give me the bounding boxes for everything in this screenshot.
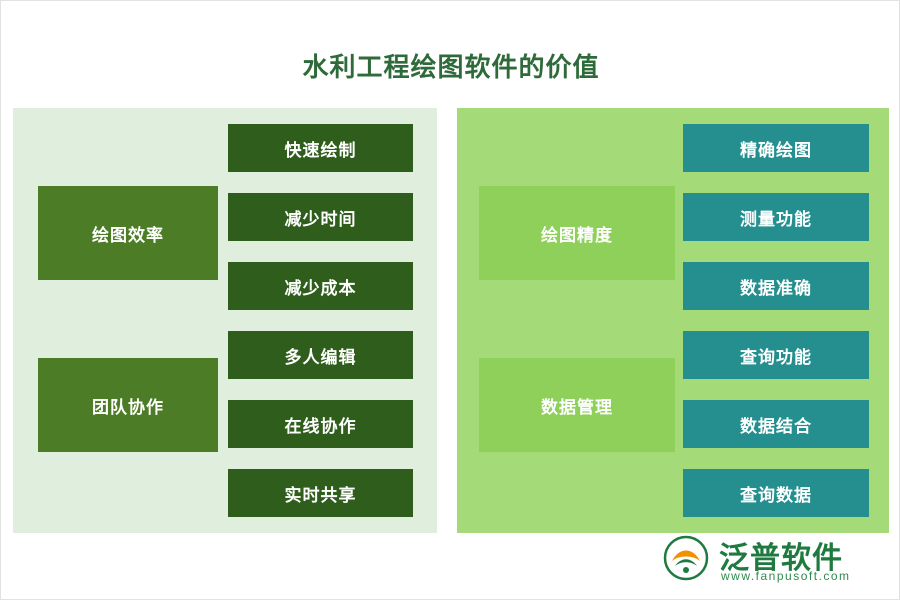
panel-left: 绘图效率 团队协作 快速绘制 减少时间 减少成本 多人编辑 在线协作 实时共享 <box>13 108 437 533</box>
item-box-query-data: 查询数据 <box>683 469 869 517</box>
logo-name: 泛普软件 <box>719 542 843 575</box>
item-box-realtime-sharing: 实时共享 <box>228 469 413 517</box>
fanpu-logo-icon <box>663 535 709 581</box>
item-box-measurement-function: 测量功能 <box>683 193 869 241</box>
item-box-reduce-cost: 减少成本 <box>228 262 413 310</box>
item-box-precise-drawing: 精确绘图 <box>683 124 869 172</box>
item-box-accurate-data: 数据准确 <box>683 262 869 310</box>
item-box-online-collaboration: 在线协作 <box>228 400 413 448</box>
category-box-drawing-efficiency: 绘图效率 <box>38 186 218 280</box>
category-box-drawing-precision: 绘图精度 <box>479 186 675 280</box>
item-box-multi-user-edit: 多人编辑 <box>228 331 413 379</box>
page-title: 水利工程绘图软件的价值 <box>302 52 600 82</box>
item-box-query-function: 查询功能 <box>683 331 869 379</box>
logo: 泛普软件 www.fanpusoft.com <box>663 533 885 585</box>
item-box-data-combination: 数据结合 <box>683 400 869 448</box>
panel-right: 绘图精度 数据管理 精确绘图 测量功能 数据准确 查询功能 数据结合 查询数据 <box>457 108 889 533</box>
item-box-reduce-time: 减少时间 <box>228 193 413 241</box>
logo-url: www.fanpusoft.com <box>721 569 851 583</box>
item-box-fast-drawing: 快速绘制 <box>228 124 413 172</box>
category-box-team-collaboration: 团队协作 <box>38 358 218 452</box>
category-box-data-management: 数据管理 <box>479 358 675 452</box>
